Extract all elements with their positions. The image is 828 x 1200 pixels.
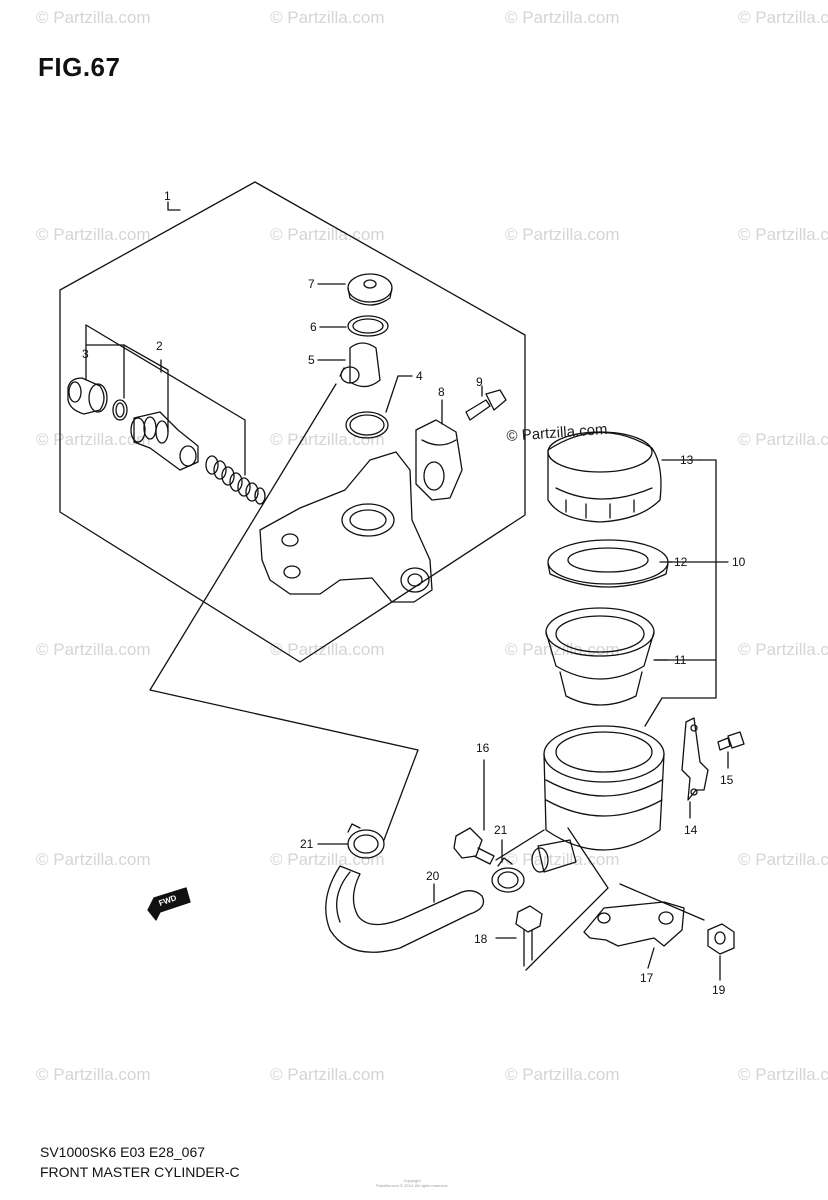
callout-4: 4: [416, 369, 423, 383]
watermark: © Partzilla.com: [270, 850, 385, 869]
watermark: © Partzilla.com: [738, 1065, 828, 1084]
part-hose-clamp-upper: [347, 823, 385, 859]
leader-line: [495, 829, 545, 861]
part-piston: [130, 411, 199, 471]
leader-line: [525, 827, 609, 971]
callout-17: 17: [640, 971, 654, 985]
watermark: © Partzilla.com: [738, 225, 828, 244]
watermark: © Partzilla.com: [738, 8, 828, 27]
watermark: © Partzilla.com: [505, 225, 620, 244]
part-reservoir-cap: [547, 431, 662, 523]
callout-1: 1: [164, 189, 171, 203]
part-mount-nut: [707, 923, 735, 955]
watermark: © Partzilla.com: [505, 8, 620, 27]
part-mount-bracket: [583, 901, 685, 947]
part-diaphragm-plate: [547, 539, 669, 588]
direction-badge: FWD: [147, 887, 191, 921]
callout-8: 8: [438, 385, 445, 399]
callout-10: 10: [732, 555, 746, 569]
callout-20: 20: [426, 869, 440, 883]
leader-line: [647, 947, 655, 969]
leader-line: [85, 324, 246, 476]
watermark: © Partzilla.com: [738, 640, 828, 659]
section-name: FRONT MASTER CYLINDER-C: [40, 1164, 240, 1180]
watermark: © Partzilla.com: [738, 430, 828, 449]
watermark: © Partzilla.com: [738, 850, 828, 869]
part-diaphragm: [545, 607, 655, 706]
part-holder: [415, 419, 463, 501]
watermark: © Partzilla.com: [270, 1065, 385, 1084]
leader-line: [123, 344, 169, 433]
callout-6: 6: [310, 320, 317, 334]
watermark: © Partzilla.com: [270, 8, 385, 27]
callout-21: 21: [300, 837, 314, 851]
callout-7: 7: [308, 277, 315, 291]
watermark: © Partzilla.com: [36, 430, 151, 449]
watermark: © Partzilla.com: [505, 850, 620, 869]
part-clip: [112, 399, 128, 421]
callout-12: 12: [674, 555, 688, 569]
watermark: © Partzilla.com: [270, 640, 385, 659]
callout-3: 3: [82, 347, 89, 361]
copyright-line: Copyright: [403, 1178, 421, 1183]
part-hose: [325, 865, 485, 953]
copyright-notice: Copyright Partzilla.com © 2012. All righ…: [352, 1178, 472, 1188]
watermark: © Partzilla.com: [36, 640, 151, 659]
watermark: © Partzilla.com: [36, 225, 151, 244]
part-hose-clamp-lower: [491, 857, 525, 893]
callout-16: 16: [476, 741, 490, 755]
part-spring: [205, 455, 266, 505]
part-bracket-screw: [717, 731, 745, 751]
callout-9: 9: [476, 375, 483, 389]
group-bracket-reservoir: [644, 459, 717, 727]
callout-21: 21: [494, 823, 508, 837]
figure-title: FIG.67: [38, 52, 121, 82]
leader-line: [167, 201, 181, 211]
watermark: © Partzilla.com: [36, 850, 151, 869]
part-reservoir-bracket: [681, 717, 709, 801]
part-circlip: [347, 315, 389, 337]
callout-11: 11: [674, 653, 687, 667]
copyright-line: Partzilla.com © 2012. All rights reserve…: [375, 1183, 449, 1188]
callout-14: 14: [684, 823, 698, 837]
callout-15: 15: [720, 773, 734, 787]
part-reservoir-bolt: [453, 827, 495, 865]
callout-13: 13: [680, 453, 694, 467]
watermark: © Partzilla.com: [36, 1065, 151, 1084]
watermark: © Partzilla.com: [505, 1065, 620, 1084]
callout-2: 2: [156, 339, 163, 353]
part-joint-cap: [347, 273, 393, 306]
group-outline-cylinder: [59, 181, 526, 663]
leader-line: [619, 883, 705, 921]
watermark: © Partzilla.com: [36, 8, 151, 27]
part-o-ring: [345, 411, 389, 439]
callout-19: 19: [712, 983, 726, 997]
part-mount-bolt: [515, 905, 543, 967]
part-boot: [67, 377, 108, 415]
hose-route-line: [149, 383, 419, 841]
part-reservoir-body: [531, 725, 665, 873]
part-hose-joint: [339, 342, 381, 388]
model-code: SV1000SK6 E03 E28_067: [40, 1144, 206, 1160]
callout-18: 18: [474, 932, 488, 946]
part-holder-bolt: [465, 389, 507, 421]
callout-5: 5: [308, 353, 315, 367]
part-cylinder-body: [259, 451, 433, 603]
leader-line: [385, 375, 413, 413]
